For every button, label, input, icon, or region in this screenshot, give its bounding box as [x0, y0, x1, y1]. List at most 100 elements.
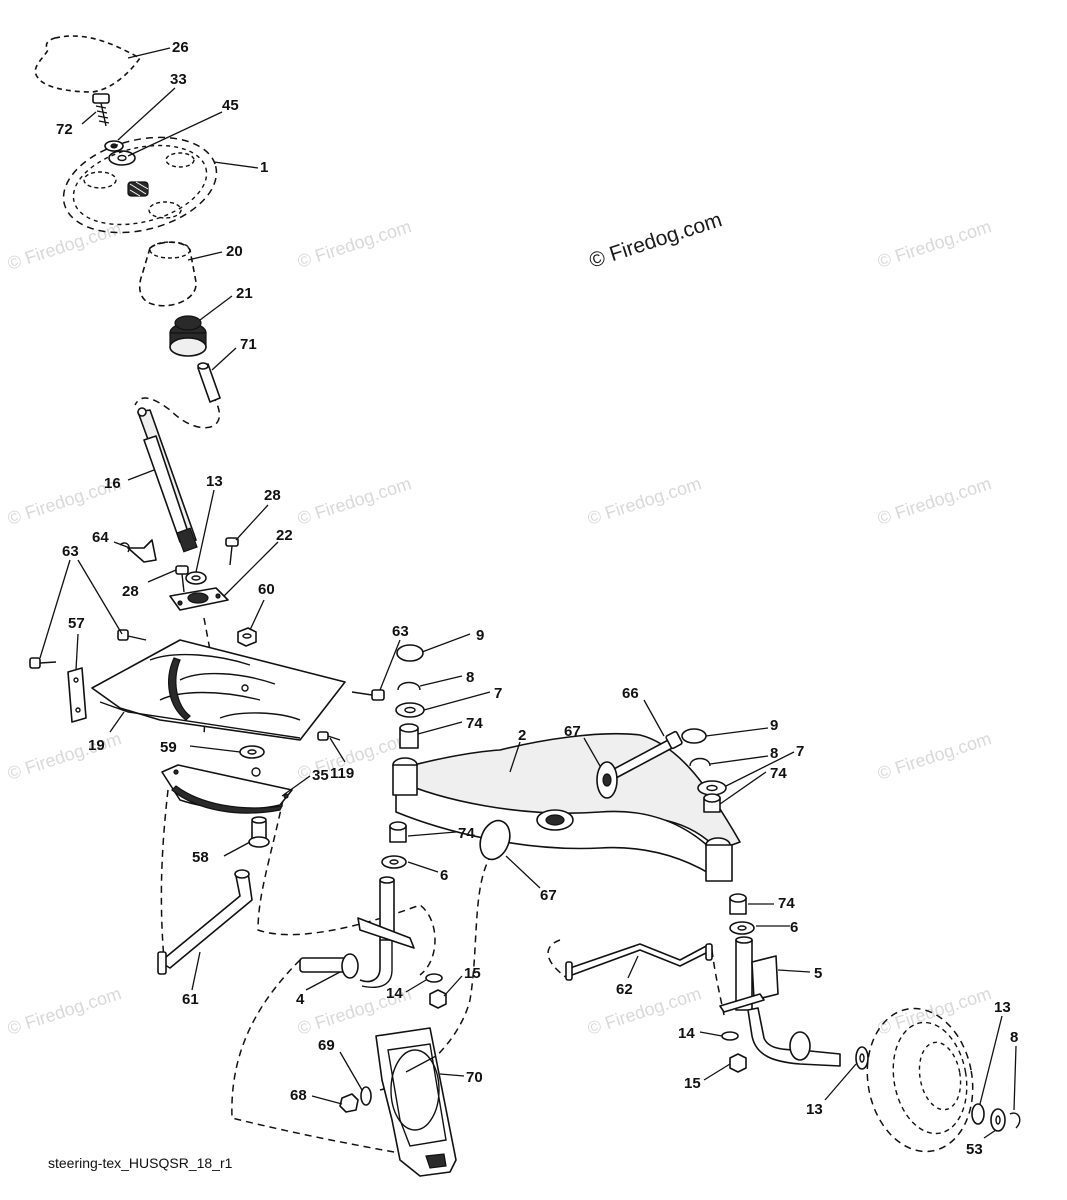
part-35-sector-gear	[161, 764, 293, 814]
callout-label: 15	[464, 965, 481, 982]
part-7-washer	[395, 702, 425, 718]
part-62-tie-rod	[565, 943, 713, 981]
part-60-nut	[237, 627, 257, 647]
part-8-clip	[397, 681, 421, 691]
callout-label: 8	[770, 745, 778, 762]
part-57-bracket	[67, 667, 87, 723]
callout-label: 7	[796, 743, 804, 760]
part-5-right-spindle	[719, 936, 841, 1067]
callout-label: 9	[476, 627, 484, 644]
callout-label: 57	[68, 615, 85, 632]
callout-label: 59	[160, 739, 177, 756]
watermark: © Firedog.com	[5, 218, 124, 274]
part-59-washer	[239, 745, 265, 759]
callout-label: 67	[540, 887, 557, 904]
part-1-steering-wheel	[62, 136, 218, 234]
watermark: © Firedog.com	[585, 473, 704, 529]
part-6-washer	[381, 855, 407, 869]
part-16-steering-shaft	[137, 407, 198, 553]
part-20-boot	[138, 241, 197, 307]
callout-label: 72	[56, 121, 73, 138]
callout-label: 74	[458, 825, 475, 842]
callout-label: 15	[684, 1075, 701, 1092]
callout-label: 66	[622, 685, 639, 702]
part-7-washer	[697, 780, 727, 796]
callout-label: 35	[312, 767, 329, 784]
part-13-washer	[971, 1103, 985, 1125]
part-21-bushing	[169, 315, 207, 357]
watermark: © Firedog.com	[875, 983, 994, 1039]
leader-lines	[39, 47, 1017, 1139]
callout-label: 63	[62, 543, 79, 560]
part-67-washer	[596, 761, 618, 799]
part-6-washer	[729, 921, 755, 935]
callout-label: 22	[276, 527, 293, 544]
callout-label: 33	[170, 71, 187, 88]
watermark: © Firedog.com	[875, 728, 994, 784]
callout-label: 7	[494, 685, 502, 702]
callout-label: 69	[318, 1037, 335, 1054]
callout-label: 13	[206, 473, 223, 490]
part-63-bolt	[29, 657, 57, 669]
part-61-drag-link	[157, 869, 253, 975]
part-63-bolt	[117, 629, 147, 641]
part-8-clip	[1009, 1112, 1021, 1129]
part-70-skid-plate	[375, 1027, 457, 1177]
callout-labels: 26 33 45 72 1 20 21 71 16 13 28 64 22 28…	[56, 39, 1018, 1158]
watermark: © Firedog.com	[295, 216, 414, 272]
part-45-washer	[108, 150, 136, 166]
part-64-clip	[119, 539, 157, 563]
callout-label: 67	[564, 723, 581, 740]
part-28-bolt	[175, 565, 189, 593]
callout-label: 13	[994, 999, 1011, 1016]
callout-label: 28	[122, 583, 139, 600]
callout-label: 74	[466, 715, 483, 732]
watermark: © Firedog.com	[875, 473, 994, 529]
callout-label: 2	[518, 727, 526, 744]
callout-label: 19	[88, 737, 105, 754]
diagram-caption: steering-tex_HUSQSR_18_r1	[48, 1155, 233, 1171]
callout-label: 9	[770, 717, 778, 734]
part-72-bolt	[92, 93, 110, 127]
part-74-bushing	[399, 723, 419, 749]
watermark: © Firedog.com	[295, 473, 414, 529]
part-19-steering-plate	[91, 639, 346, 741]
part-9-cap	[681, 728, 707, 744]
callout-label: 20	[226, 243, 243, 260]
callout-label: 8	[466, 669, 474, 686]
watermark: © Firedog.com	[5, 983, 124, 1039]
callout-label: 21	[236, 285, 253, 302]
callout-label: 74	[770, 765, 787, 782]
part-53-washer	[990, 1108, 1006, 1132]
callout-label: 45	[222, 97, 239, 114]
callout-label: 70	[466, 1069, 483, 1086]
callout-label: 74	[778, 895, 795, 912]
part-119-bolt	[317, 731, 341, 741]
watermark-main: © Firedog.com	[586, 208, 724, 273]
callout-label: 16	[104, 475, 121, 492]
callout-label: 26	[172, 39, 189, 56]
callout-label: 64	[92, 529, 109, 546]
part-71-spacer	[197, 362, 221, 403]
part-13-washer	[185, 571, 207, 585]
part-2-front-axle	[392, 732, 741, 882]
part-8-clip	[689, 757, 711, 767]
watermark: © Firedog.com	[875, 216, 994, 272]
part-9-cap	[396, 644, 424, 662]
part-14-washer	[721, 1031, 739, 1041]
part-68-bolt	[339, 1093, 359, 1113]
part-69-washer	[360, 1086, 372, 1106]
part-15-nut	[729, 1053, 747, 1073]
callout-label: 61	[182, 991, 199, 1008]
callout-label: 28	[264, 487, 281, 504]
callout-label: 68	[290, 1087, 307, 1104]
part-67-washer	[479, 819, 511, 861]
part-4-left-spindle	[299, 876, 415, 988]
part-74-bushing	[389, 821, 407, 843]
callout-label: 1	[260, 159, 268, 176]
part-13-washer	[855, 1046, 869, 1070]
part-15-nut	[429, 989, 447, 1009]
callout-label: 62	[616, 981, 633, 998]
callout-label: 6	[440, 867, 448, 884]
